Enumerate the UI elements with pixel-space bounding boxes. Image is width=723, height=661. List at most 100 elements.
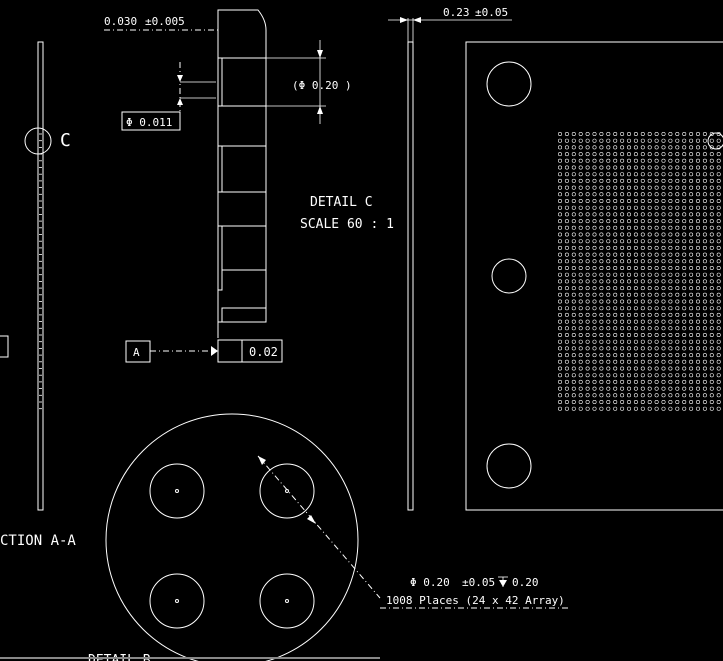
array-hole-dot	[613, 205, 618, 210]
array-hole-dot	[668, 158, 673, 163]
array-hole-dot	[626, 265, 631, 270]
array-hole-dot	[689, 286, 694, 291]
array-hole-dot	[640, 406, 645, 411]
array-hole-dot	[661, 399, 666, 404]
flatness-value: 0.02	[249, 345, 278, 359]
array-hole-dot	[633, 272, 638, 277]
array-hole-dot	[633, 205, 638, 210]
array-hole-dot	[661, 272, 666, 277]
array-hole-dot	[695, 138, 700, 143]
array-hole-dot	[557, 259, 562, 264]
array-hole-dot	[633, 158, 638, 163]
array-hole-dot	[709, 292, 714, 297]
array-hole-dot	[557, 192, 562, 197]
array-hole-dot	[606, 393, 611, 398]
thickness-tolerance: ±0.005	[145, 15, 185, 28]
array-hole-dot	[695, 332, 700, 337]
array-hole-dot	[592, 279, 597, 284]
array-hole-dot	[613, 279, 618, 284]
hole-spec-leader	[257, 455, 381, 599]
array-hole-dot	[654, 185, 659, 190]
array-hole-dot	[633, 165, 638, 170]
array-hole-dot	[620, 245, 625, 250]
array-hole-dot	[689, 399, 694, 404]
array-hole-dot	[564, 286, 569, 291]
array-hole-dot	[620, 292, 625, 297]
array-hole-dot	[695, 319, 700, 324]
array-hole-dot	[702, 406, 707, 411]
array-hole-dot	[640, 319, 645, 324]
array-hole-dot	[675, 132, 680, 137]
array-hole-dot	[716, 312, 721, 317]
array-hole-dot	[585, 312, 590, 317]
array-hole-dot	[695, 145, 700, 150]
array-hole-dot	[716, 379, 721, 384]
array-hole-dot	[571, 132, 576, 137]
array-hole-dot	[682, 219, 687, 224]
side-thickness: 0.23	[443, 6, 470, 19]
array-hole-dot	[654, 259, 659, 264]
array-hole-dot	[613, 145, 618, 150]
array-hole-dot	[647, 299, 652, 304]
array-hole-dot	[654, 152, 659, 157]
array-hole-dot	[668, 346, 673, 351]
array-hole-3	[149, 573, 205, 629]
array-hole-dot	[647, 245, 652, 250]
array-hole-dot	[682, 399, 687, 404]
array-hole-dot	[620, 165, 625, 170]
array-hole-dot	[564, 379, 569, 384]
array-hole-dot	[626, 199, 631, 204]
array-hole-dot	[599, 265, 604, 270]
array-hole-dot	[682, 265, 687, 270]
array-hole-dot	[689, 158, 694, 163]
array-hole-dot	[647, 158, 652, 163]
array-hole-dot	[633, 185, 638, 190]
array-hole-dot	[709, 319, 714, 324]
array-hole-dot	[633, 232, 638, 237]
array-hole-dot	[557, 138, 562, 143]
array-hole-dot	[702, 373, 707, 378]
array-hole-dot	[654, 225, 659, 230]
array-hole-4-center	[285, 599, 289, 603]
array-hole-dot	[578, 339, 583, 344]
array-hole-dot	[640, 366, 645, 371]
array-hole-dot	[557, 239, 562, 244]
array-hole-dot	[626, 245, 631, 250]
array-hole-dot	[675, 185, 680, 190]
array-hole-dot	[571, 165, 576, 170]
array-hole-dot	[695, 346, 700, 351]
plate-outline	[465, 41, 723, 511]
array-hole-dot	[564, 386, 569, 391]
array-hole-dot	[599, 138, 604, 143]
array-hole-dot	[647, 225, 652, 230]
array-hole-dot	[557, 279, 562, 284]
array-hole-dot	[557, 306, 562, 311]
array-hole-dot	[668, 359, 673, 364]
array-hole-dot	[626, 138, 631, 143]
array-hole-dot	[647, 359, 652, 364]
array-hole-dot	[675, 299, 680, 304]
array-hole-dot	[702, 292, 707, 297]
array-hole-dot	[564, 152, 569, 157]
array-hole-dot	[578, 399, 583, 404]
array-hole-dot	[564, 279, 569, 284]
array-hole-dot	[620, 406, 625, 411]
array-hole-dot	[599, 299, 604, 304]
array-hole-dot	[647, 366, 652, 371]
array-hole-dot	[571, 286, 576, 291]
array-hole-dot	[682, 132, 687, 137]
array-hole-dot	[675, 239, 680, 244]
array-hole-dot	[571, 312, 576, 317]
array-hole-dot	[606, 172, 611, 177]
array-hole-dot	[571, 225, 576, 230]
array-hole-dot	[606, 138, 611, 143]
array-hole-dot	[613, 239, 618, 244]
array-hole-dot	[668, 185, 673, 190]
array-hole-dot	[599, 386, 604, 391]
array-hole-dot	[564, 132, 569, 137]
array-hole-dot	[599, 239, 604, 244]
array-hole-dot	[668, 219, 673, 224]
array-hole-dot	[626, 326, 631, 331]
array-hole-dot	[606, 332, 611, 337]
array-hole-dot	[647, 212, 652, 217]
